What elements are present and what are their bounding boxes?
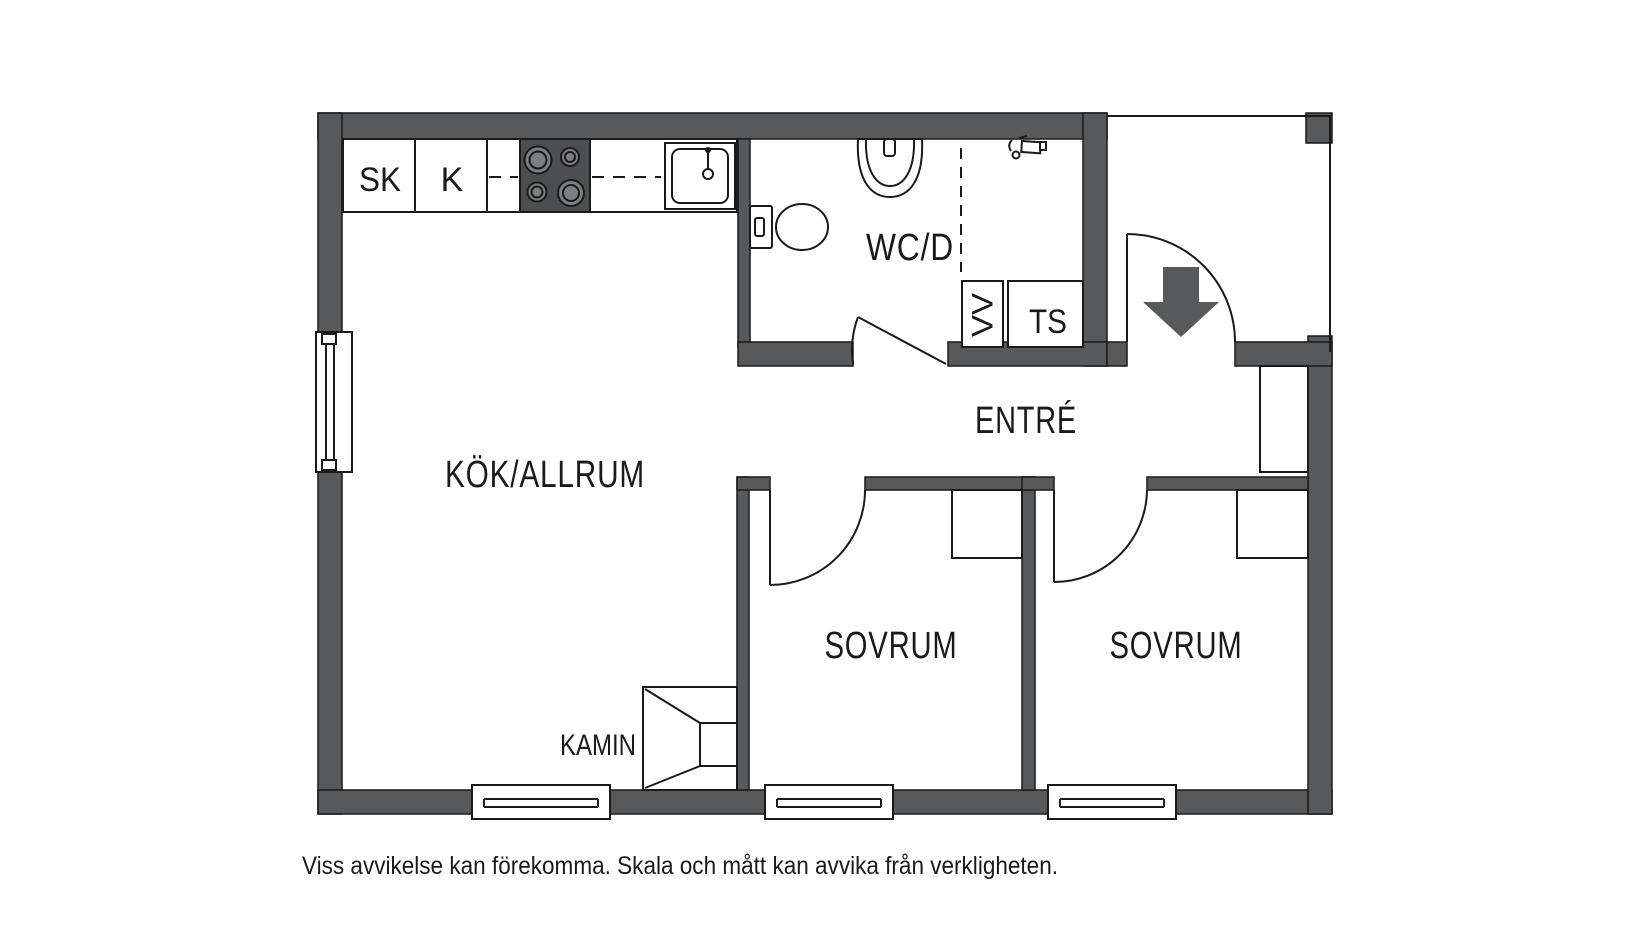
burner-ring — [562, 184, 580, 202]
mixer-head — [1011, 150, 1021, 160]
porch-boundary-line — [1107, 115, 1331, 352]
burner — [560, 147, 580, 167]
fireplace-perspective-line — [644, 765, 701, 789]
shower-mixer-icon — [1008, 135, 1047, 160]
wall — [1106, 341, 1128, 367]
arrow-shaft — [1163, 267, 1199, 302]
wall — [1021, 476, 1055, 491]
bedroom1-closet-icon — [951, 489, 1023, 559]
room-label-bedroom1: SOVRUM — [825, 625, 958, 667]
bedroom2-closet-icon — [1236, 489, 1309, 559]
cabinet-label-k: K — [441, 161, 464, 199]
window-icon — [764, 784, 894, 820]
wc-door-swing-icon — [851, 316, 947, 365]
fireplace-flue — [699, 722, 738, 767]
bedroom2-window — [1047, 784, 1177, 820]
room-label-kitchen: KÖK/ALLRUM — [445, 454, 645, 496]
sink-drain — [702, 168, 714, 180]
stove-icon — [519, 138, 591, 213]
bottom-windows — [471, 784, 1177, 820]
mixer-lever — [1018, 135, 1028, 139]
cabinet-label-sk: SK — [359, 161, 401, 199]
wall — [1021, 476, 1036, 791]
wall — [736, 476, 771, 491]
door-arc — [1053, 489, 1148, 583]
room-label-wcd: WC/D — [866, 227, 954, 269]
burner-ring — [528, 150, 548, 170]
mixer-knob — [1039, 141, 1047, 151]
doors — [769, 233, 1236, 586]
burner-ring — [564, 151, 576, 163]
sink-faucet-dot — [705, 147, 711, 153]
wall — [737, 138, 751, 348]
wall — [1146, 476, 1309, 491]
closet-vv — [961, 280, 1004, 348]
bedroom1-door-swing-icon — [769, 489, 866, 586]
burner — [557, 179, 585, 207]
window-frame-cap — [321, 459, 337, 471]
mixer-body — [1020, 139, 1043, 155]
window-icon — [471, 784, 611, 820]
wall — [317, 112, 1108, 140]
toilet-button — [754, 217, 765, 237]
disclaimer-text: Viss avvikelse kan förekomma. Skala och … — [302, 852, 1058, 880]
bedroom2-door-swing-icon — [1053, 489, 1148, 583]
door-arc — [1126, 233, 1236, 343]
arrow-head — [1143, 302, 1219, 337]
entrance-arrow-icon — [1143, 267, 1219, 337]
room-label-kamin: KAMIN — [560, 729, 636, 762]
wall — [737, 341, 854, 367]
burner — [526, 181, 548, 203]
room-label-bedroom2: SOVRUM — [1110, 625, 1243, 667]
window-icon — [1047, 784, 1177, 820]
closet-label-ts: TS — [1029, 303, 1067, 341]
wall — [1234, 341, 1333, 367]
kitchen-window — [471, 784, 611, 820]
wall — [864, 476, 1036, 491]
bathroom-fixtures — [749, 135, 1047, 272]
toilet-icon — [749, 203, 829, 251]
fireplace-perspective-line — [644, 688, 701, 724]
fireplace-icon — [642, 686, 738, 791]
entry-porch-outline — [1107, 115, 1331, 352]
bedroom1-window — [764, 784, 894, 820]
basin-inner-line — [864, 138, 916, 188]
burner — [523, 145, 553, 175]
closet-label-vv: VV — [967, 293, 1000, 337]
mixer-hose — [1008, 139, 1013, 152]
sink-bowl — [671, 148, 729, 204]
sink-icon — [664, 142, 736, 210]
basin-faucet — [883, 138, 896, 157]
burner-ring — [530, 185, 544, 199]
washbasin-icon — [856, 138, 924, 199]
window-frame-cap — [321, 333, 337, 345]
toilet-bowl — [775, 203, 829, 251]
door-arc — [769, 489, 866, 586]
closets — [951, 280, 1309, 559]
wall — [1082, 112, 1108, 367]
left-window — [315, 331, 353, 473]
basin-outline — [856, 138, 924, 199]
wall — [1305, 112, 1333, 144]
hall-closet-icon — [1259, 365, 1309, 473]
closet-ts — [1007, 280, 1084, 348]
room-label-entre: ENTRÉ — [975, 399, 1077, 442]
door-leaf — [857, 316, 947, 365]
entrance-door-swing-icon — [1126, 233, 1236, 343]
wall — [736, 476, 750, 791]
kitchen-counter — [342, 138, 738, 213]
wall — [1307, 335, 1333, 815]
door-arc — [851, 316, 859, 365]
room-labels: SK K WC/D VV TS ENTRÉ KÖK/ALLRUM SOVRUM … — [359, 161, 1243, 762]
